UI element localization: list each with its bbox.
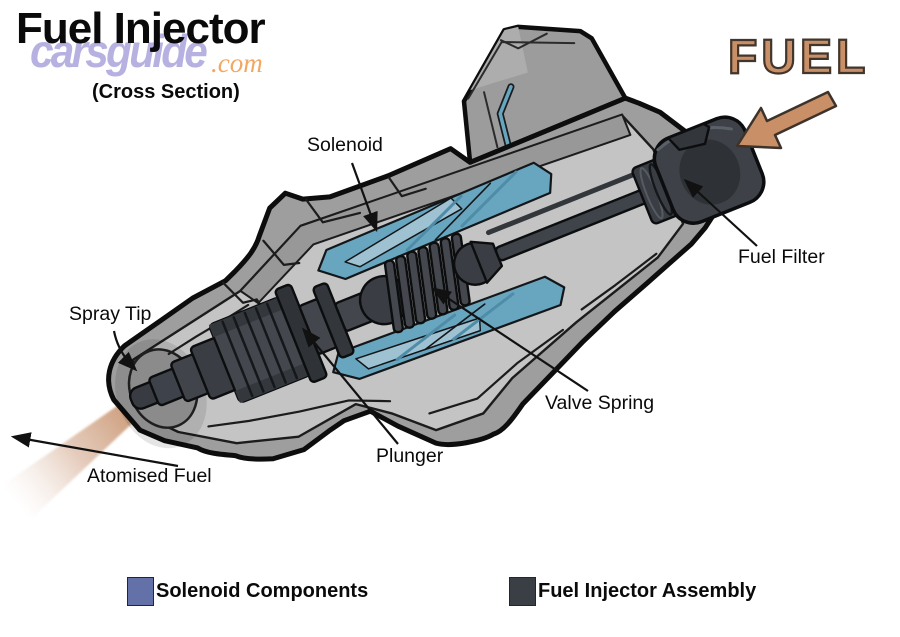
leader-atomised-fuel xyxy=(10,432,179,468)
watermark-logo: carsguide xyxy=(30,25,208,77)
leader-fuel-filter xyxy=(683,178,758,247)
page-title: Fuel Injector xyxy=(16,4,266,53)
callout-valve-spring: Valve Spring xyxy=(545,392,655,414)
solenoid-coil-upper xyxy=(317,161,553,281)
legend-label-assembly: Fuel Injector Assembly xyxy=(538,580,757,602)
callout-solenoid: Solenoid xyxy=(307,134,383,156)
legend-item-fuel-injector-assembly: Fuel Injector Assembly xyxy=(509,577,756,606)
leader-valve-spring xyxy=(431,287,589,392)
leader-plunger xyxy=(301,327,399,445)
callout-spray-tip: Spray Tip xyxy=(69,303,152,325)
atomised-fuel-spray xyxy=(0,386,158,520)
leader-solenoid xyxy=(350,162,378,233)
legend-swatch-assembly xyxy=(509,577,536,606)
legend-item-solenoid-components: Solenoid Components xyxy=(127,577,368,606)
fuel-flow-arrow xyxy=(735,90,838,150)
connector-tower xyxy=(461,24,628,169)
callout-atomised-fuel: Atomised Fuel xyxy=(87,465,212,487)
page-subtitle: (Cross Section) xyxy=(92,81,240,103)
fuel-flow-label: FUEL xyxy=(727,30,870,85)
watermark-tld: .com xyxy=(211,48,263,78)
legend-swatch-solenoid xyxy=(127,577,154,606)
legend-label-solenoid: Solenoid Components xyxy=(156,580,369,602)
callout-fuel-filter: Fuel Filter xyxy=(738,246,825,268)
leader-lines xyxy=(10,162,758,468)
callout-plunger: Plunger xyxy=(376,445,444,467)
injector-assembly-core xyxy=(128,115,766,410)
leader-spray-tip xyxy=(112,330,138,372)
solenoid-coil-lower xyxy=(332,275,566,380)
